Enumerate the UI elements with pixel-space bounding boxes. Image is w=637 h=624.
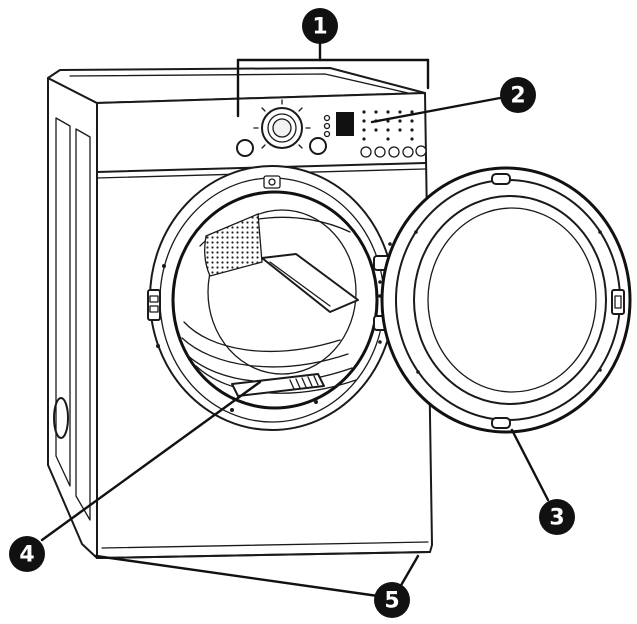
door-opening bbox=[147, 165, 395, 431]
drum-rib-1 bbox=[183, 321, 341, 353]
base-inner bbox=[101, 541, 429, 549]
door-top-tab bbox=[491, 173, 511, 185]
door-glass bbox=[427, 207, 597, 393]
door-latch-logo bbox=[263, 175, 281, 189]
lint-filter[interactable] bbox=[231, 373, 325, 397]
knob-inner-ring bbox=[267, 113, 297, 143]
leader-4 bbox=[40, 380, 262, 542]
callout-4-badge bbox=[9, 536, 45, 572]
door-strike bbox=[147, 289, 161, 321]
bezel-screw-left-bottom bbox=[156, 344, 160, 348]
option-button-2[interactable] bbox=[374, 146, 386, 158]
door-strike-slot-1 bbox=[149, 295, 159, 303]
indicator-light-2 bbox=[323, 122, 331, 130]
door-latch-hook bbox=[614, 295, 622, 309]
lint-filter-grill bbox=[289, 375, 319, 390]
callout-2-label: 2 bbox=[510, 84, 525, 109]
callout-4-label: 4 bbox=[19, 543, 34, 568]
bezel-screw-left-top bbox=[162, 264, 166, 268]
bezel-screw-bottom-left bbox=[230, 408, 234, 412]
option-button-3[interactable] bbox=[388, 146, 400, 158]
callout-1-label: 1 bbox=[312, 15, 327, 40]
side-recess-left bbox=[55, 117, 71, 487]
door-bottom-tab bbox=[491, 417, 511, 429]
control-panel bbox=[236, 99, 427, 158]
option-button-1[interactable] bbox=[360, 146, 372, 158]
option-button-5[interactable] bbox=[415, 145, 427, 157]
knob-center bbox=[272, 118, 292, 138]
digital-display bbox=[336, 112, 354, 136]
indicator-light-1 bbox=[323, 114, 331, 122]
door[interactable] bbox=[380, 166, 632, 434]
option-indicator-dots bbox=[362, 110, 414, 141]
door-strike-slot-2 bbox=[149, 305, 159, 313]
left-control-button[interactable] bbox=[236, 139, 254, 157]
door-glass-frame bbox=[413, 195, 607, 405]
top-inner-edge bbox=[69, 73, 409, 94]
drum-rear-vent bbox=[204, 213, 263, 277]
leader-5-left bbox=[94, 554, 380, 598]
knob-tick-marks bbox=[253, 99, 311, 149]
callout-5: 5 bbox=[374, 582, 410, 618]
door-handle[interactable] bbox=[611, 289, 625, 315]
callout-5-label: 5 bbox=[384, 589, 399, 614]
leader-3 bbox=[510, 428, 550, 502]
callout-4: 4 bbox=[9, 536, 45, 572]
callout-2: 2 bbox=[500, 77, 536, 113]
side-recess-right bbox=[75, 128, 91, 521]
callout-2-badge bbox=[500, 77, 536, 113]
drum-rib-2 bbox=[181, 337, 349, 368]
leader-2 bbox=[370, 96, 502, 124]
callout-3-label: 3 bbox=[549, 506, 564, 531]
option-buttons-row bbox=[360, 145, 427, 158]
side-vent bbox=[53, 397, 69, 439]
callout-1: 1 bbox=[302, 8, 338, 44]
drum-back bbox=[207, 209, 357, 375]
callout-3-badge bbox=[539, 499, 575, 535]
callout-1-badge bbox=[302, 8, 338, 44]
drying-rack bbox=[261, 253, 359, 313]
logo-mark bbox=[268, 178, 276, 186]
option-button-4[interactable] bbox=[402, 146, 414, 158]
indicator-light-3 bbox=[323, 130, 331, 138]
callout-3: 3 bbox=[539, 499, 575, 535]
leader-lines bbox=[40, 42, 550, 598]
cabinet-top bbox=[47, 67, 426, 104]
callout-5-badge bbox=[374, 582, 410, 618]
cabinet-base bbox=[96, 551, 431, 559]
right-control-button[interactable] bbox=[309, 137, 327, 155]
bezel-screw-bottom-right bbox=[314, 400, 318, 404]
drying-rack-inner bbox=[269, 261, 331, 307]
